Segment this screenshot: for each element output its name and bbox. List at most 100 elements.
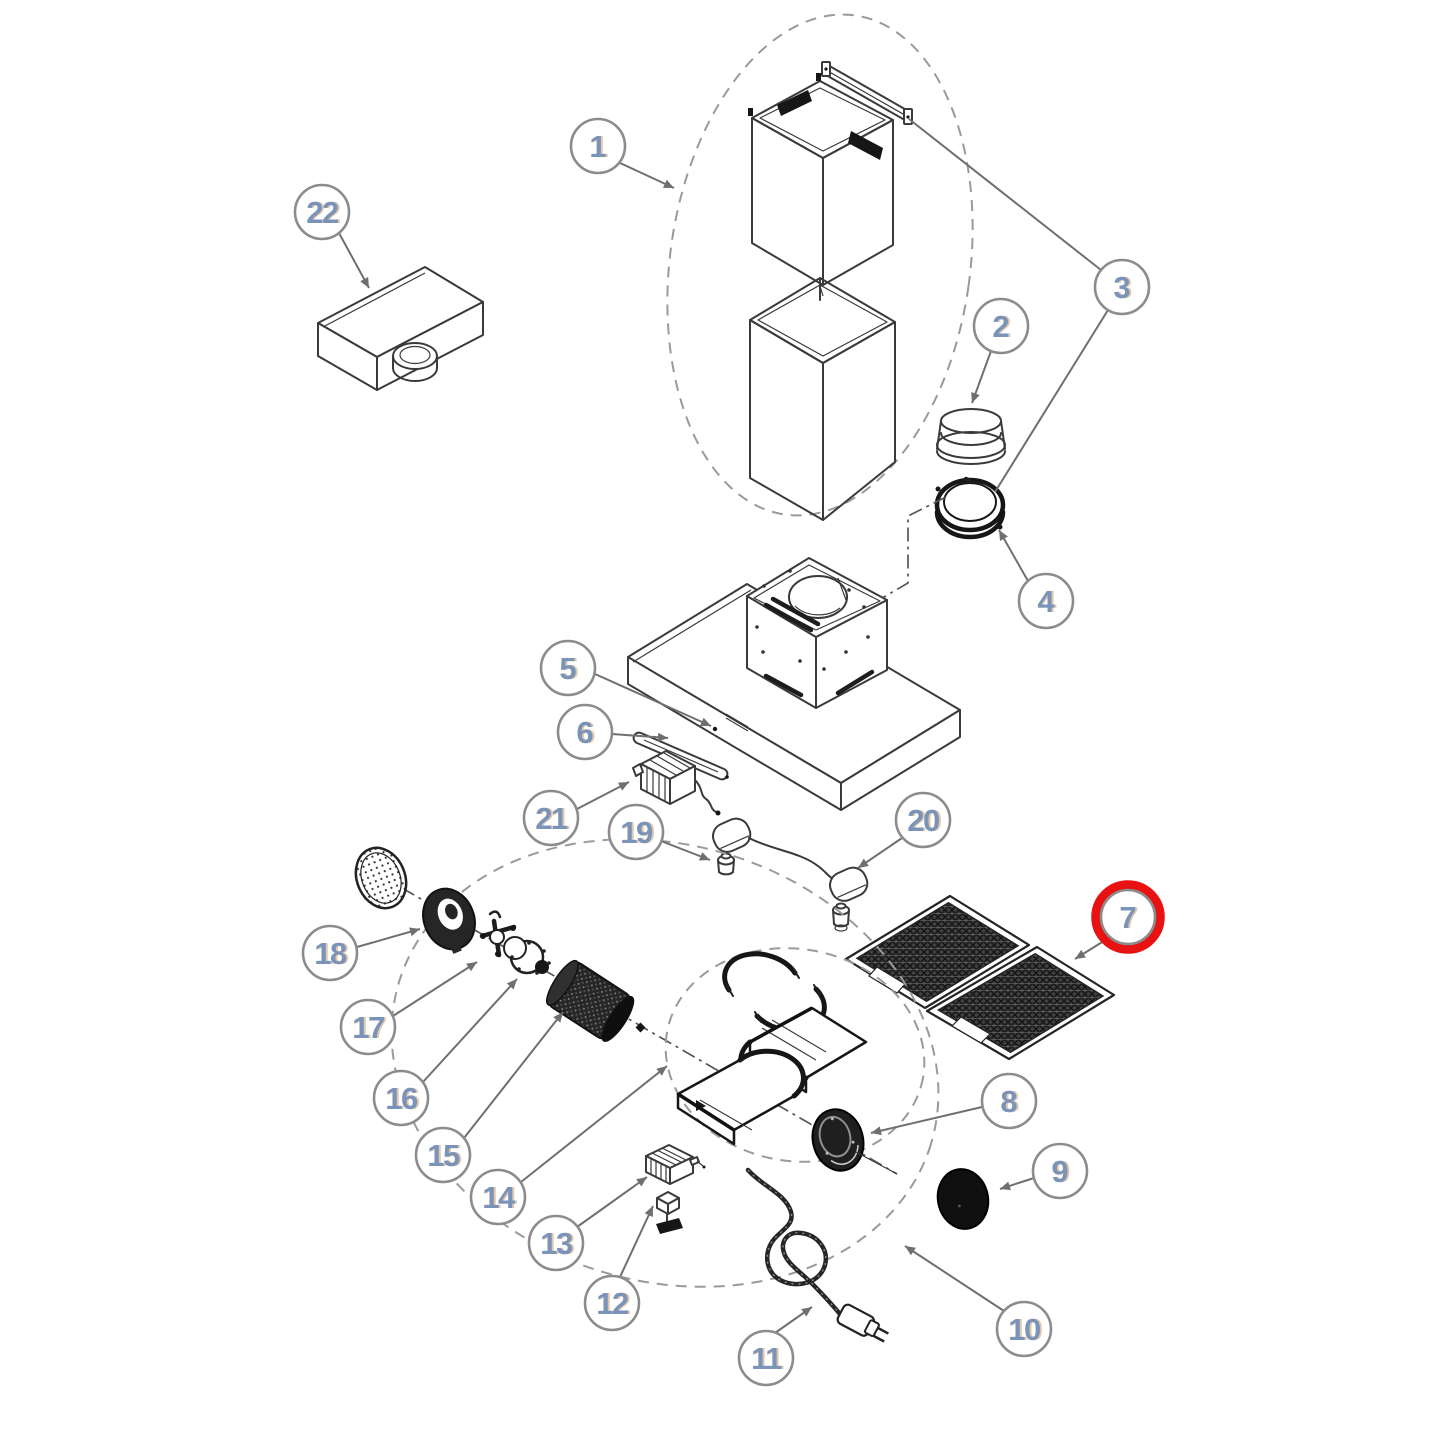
callout-circle[interactable] (372, 1069, 430, 1127)
vent-slot (848, 131, 883, 160)
callout-circle[interactable] (539, 639, 597, 697)
grease-filter-left (844, 894, 1031, 1010)
capacitor (645, 1144, 706, 1185)
leader-line (619, 1205, 654, 1278)
filter-handle (868, 966, 906, 994)
callout-number-fringe: 3 (1115, 270, 1132, 305)
callout-number: 4 (1037, 584, 1055, 619)
callout-number-fringe: 16 (387, 1081, 420, 1116)
callout-circle[interactable] (293, 183, 351, 241)
callout-number: 19 (620, 815, 653, 850)
callout-circle[interactable] (607, 803, 665, 861)
leader-arrowhead (858, 858, 869, 868)
callout-1-chimney-flue-sections[interactable]: 11 (569, 117, 675, 189)
leader-line (594, 673, 712, 727)
callout-number-fringe: 9 (1053, 1154, 1070, 1189)
motor-mount-plate (811, 1108, 865, 1172)
control-module (632, 750, 721, 816)
callout-number-fringe: 18 (316, 936, 349, 971)
chimney-upper-section (748, 73, 894, 286)
motor (503, 936, 551, 975)
callout-8-motor-mount-plate[interactable]: 88 (870, 1072, 1038, 1136)
callout-number-fringe: 19 (622, 815, 655, 850)
callout-number: 11 (751, 1341, 782, 1376)
callout-9-motor-end-cover[interactable]: 99 (999, 1142, 1089, 1200)
blower-assembly-dashed-outline (390, 838, 940, 1288)
leader-arrowhead (636, 1177, 647, 1187)
callout-3-mounting-bracket-strip[interactable]: 33 (908, 118, 1151, 493)
callout-circle[interactable] (569, 117, 627, 175)
leader-arrowhead (506, 979, 517, 990)
callout-number: 5 (559, 651, 576, 686)
leader-arrowhead (699, 852, 710, 861)
callout-6-light-lens-strip[interactable]: 66 (556, 703, 669, 761)
leader-line (904, 1245, 1005, 1312)
callout-circle[interactable] (1099, 888, 1157, 946)
callout-circle[interactable] (414, 1126, 472, 1184)
motor-bracket (479, 910, 517, 958)
callout-5-screw[interactable]: 55 (539, 639, 712, 727)
leader-arrowhead (971, 392, 980, 403)
chimney-lower-section (749, 277, 896, 521)
damper-ring (934, 476, 1006, 540)
callout-circle[interactable] (1031, 1142, 1089, 1200)
callout-2-round-duct-collar[interactable]: 22 (971, 297, 1030, 404)
mounting-clip (656, 1191, 683, 1234)
callout-circle[interactable] (527, 1214, 585, 1272)
callout-number-fringe: 21 (537, 801, 570, 836)
callout-circle[interactable] (980, 1072, 1038, 1130)
leader-line (463, 1011, 564, 1139)
callout-4-damper-ring[interactable]: 44 (998, 529, 1075, 630)
callout-circle[interactable] (1017, 572, 1075, 630)
callout-number-fringe: 10 (1010, 1312, 1042, 1347)
duct-opening (788, 575, 848, 619)
chimney-dashed-outline (666, 13, 974, 517)
light-lens-strip (632, 731, 729, 781)
leader-line (908, 118, 1102, 271)
leader-arrowhead (656, 1066, 667, 1076)
callout-number: 3 (1113, 270, 1130, 305)
callout-number-fringe: 1 (591, 129, 608, 164)
callout-number: 21 (535, 801, 568, 836)
callout-circle[interactable] (522, 789, 580, 847)
callout-7-mesh-grease-filters[interactable]: 77 (1074, 880, 1165, 960)
callout-circle[interactable] (339, 998, 397, 1056)
callout-circle[interactable] (301, 924, 359, 982)
callout-number: 13 (540, 1226, 573, 1261)
callout-number: 8 (1000, 1084, 1017, 1119)
callout-circle[interactable] (894, 791, 952, 849)
callout-number: 16 (385, 1081, 418, 1116)
callout-number: 15 (427, 1138, 460, 1173)
blower-housing-dashed-outline (664, 947, 926, 1163)
callout-circle[interactable] (469, 1168, 527, 1226)
callout-number-fringe: 20 (909, 803, 941, 838)
callout-circle[interactable] (556, 703, 614, 761)
callout-circle[interactable] (995, 1300, 1053, 1358)
lamp-assembly-right (829, 866, 869, 902)
leader-arrowhead (657, 732, 668, 742)
vent-slot (777, 90, 812, 116)
callout-circle[interactable] (737, 1329, 795, 1387)
blower-wheel (546, 959, 635, 1042)
callout-circle[interactable] (972, 297, 1030, 355)
leader-arrowhead (999, 530, 1008, 541)
lamp-socket-right (832, 902, 850, 932)
ceiling-duct-box (317, 266, 484, 391)
callout-circle[interactable] (583, 1274, 641, 1332)
callout-circle[interactable] (1093, 258, 1151, 316)
leader-line (422, 978, 518, 1083)
